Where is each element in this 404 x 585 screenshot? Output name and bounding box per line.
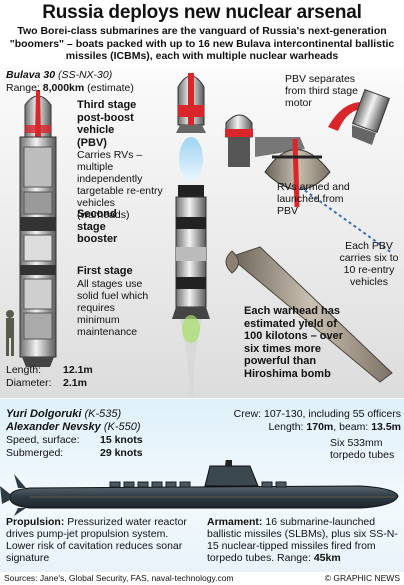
sub-name-1: Yuri Dolgoruki bbox=[6, 408, 82, 420]
missile-hatches bbox=[109, 481, 287, 488]
armament-range: 45km bbox=[313, 552, 341, 564]
sub-dimensions-line: Length: 170m, beam: 13.5m bbox=[211, 421, 401, 433]
range-note: (estimate) bbox=[87, 82, 134, 94]
missile-illustration bbox=[6, 73, 393, 398]
pbv-separates-label: PBV separates from third stage motor bbox=[285, 73, 358, 109]
sub-id-2: (K-550) bbox=[103, 421, 141, 433]
missile-name: Bulava 30 bbox=[6, 69, 56, 81]
stern-fins bbox=[0, 486, 10, 504]
cutaway-missile bbox=[19, 90, 57, 367]
propulsion-label: Propulsion: bbox=[6, 516, 65, 528]
launch-missile bbox=[172, 73, 210, 398]
propulsion-desc: Pressurized water reactor drives pump-je… bbox=[6, 516, 187, 564]
sub-name-2: Alexander Nevsky bbox=[6, 421, 101, 433]
soldier-scale-figure bbox=[6, 310, 14, 356]
length-line: Length: 12.1m bbox=[6, 364, 93, 376]
sub-beam-value: 13.5m bbox=[371, 421, 401, 433]
missile-designation: (SS-NX-30) bbox=[57, 69, 113, 81]
pbv-separation-illustration bbox=[225, 114, 331, 208]
credit-text: © GRAPHIC NEWS bbox=[324, 573, 400, 583]
armament-desc: 16 submarine-launched ballistic missiles… bbox=[207, 516, 398, 564]
warhead-yield-label: Each warhead has estimated yield of 100 … bbox=[244, 305, 344, 380]
range-line: Range: 8,000km (estimate) bbox=[6, 82, 134, 94]
range-label: Range: bbox=[6, 82, 40, 94]
third-stage-desc: Carries RVs – multiple independently tar… bbox=[77, 149, 163, 221]
armament-label: Armament: bbox=[207, 516, 263, 528]
armament-text: Armament: 16 submarine-launched ballisti… bbox=[207, 516, 402, 564]
diameter-value: 2.1m bbox=[63, 377, 87, 389]
third-stage-title: Third stage post-boost vehicle (PBV) bbox=[77, 99, 137, 149]
rvs-armed-label: RVs armed and launched from PBV bbox=[277, 181, 350, 217]
sub-length-label: Length: bbox=[268, 421, 304, 433]
submerged-value: 29 knots bbox=[100, 447, 143, 459]
diameter-line: Diameter: 2.1m bbox=[6, 377, 87, 389]
speed-surface-value: 15 knots bbox=[100, 434, 143, 446]
length-label: Length: bbox=[6, 364, 42, 376]
crew-label: Crew: 107-130, including 55 officers bbox=[233, 408, 401, 420]
range-value: 8,000km bbox=[42, 82, 85, 94]
propulsion-text: Propulsion: Pressurized water reactor dr… bbox=[6, 516, 196, 564]
each-pbv-label: Each PBV carries six to 10 re-entry vehi… bbox=[339, 240, 399, 288]
sail-conning-tower bbox=[204, 465, 259, 487]
length-value: 12.1m bbox=[63, 364, 93, 376]
sub-id-1: (K-535) bbox=[84, 408, 122, 420]
submerged-label: Submerged: bbox=[6, 447, 64, 459]
first-stage-title: First stage bbox=[77, 265, 133, 277]
page-title: Russia deploys new nuclear arsenal bbox=[42, 2, 362, 23]
first-stage-desc: All stages use solid fuel which requires… bbox=[77, 278, 149, 338]
missile-name-line: Bulava 30 (SS-NX-30) bbox=[6, 69, 112, 81]
speed-surface-line: Speed, surface: 15 knots bbox=[6, 434, 156, 446]
sub-name-line-1: Yuri Dolgoruki (K-535) bbox=[6, 408, 121, 421]
sub-beam-label: , beam: bbox=[333, 421, 369, 433]
sub-name-line-2: Alexander Nevsky (K-550) bbox=[6, 421, 141, 434]
rv-trajectory bbox=[299, 186, 393, 254]
speed-surface-label: Speed, surface: bbox=[6, 434, 80, 446]
submarine-panel bbox=[0, 399, 404, 572]
footer: Sources: Jane's, Global Security, FAS, n… bbox=[0, 572, 404, 585]
submarine-illustration bbox=[0, 460, 399, 516]
sources-text: Sources: Jane's, Global Security, FAS, n… bbox=[4, 573, 234, 583]
diameter-label: Diameter: bbox=[6, 377, 52, 389]
torpedo-tubes-label: Six 533mm torpedo tubes bbox=[330, 437, 395, 461]
second-stage-title: Second stage booster bbox=[77, 208, 118, 245]
sub-length-value: 170m bbox=[306, 421, 334, 433]
third-stage-motor bbox=[351, 88, 391, 145]
reentry-vehicle-warhead bbox=[225, 246, 393, 383]
intro-text: Two Borei-class submarines are the vangu… bbox=[9, 25, 395, 62]
submerged-line: Submerged: 29 knots bbox=[6, 447, 156, 459]
